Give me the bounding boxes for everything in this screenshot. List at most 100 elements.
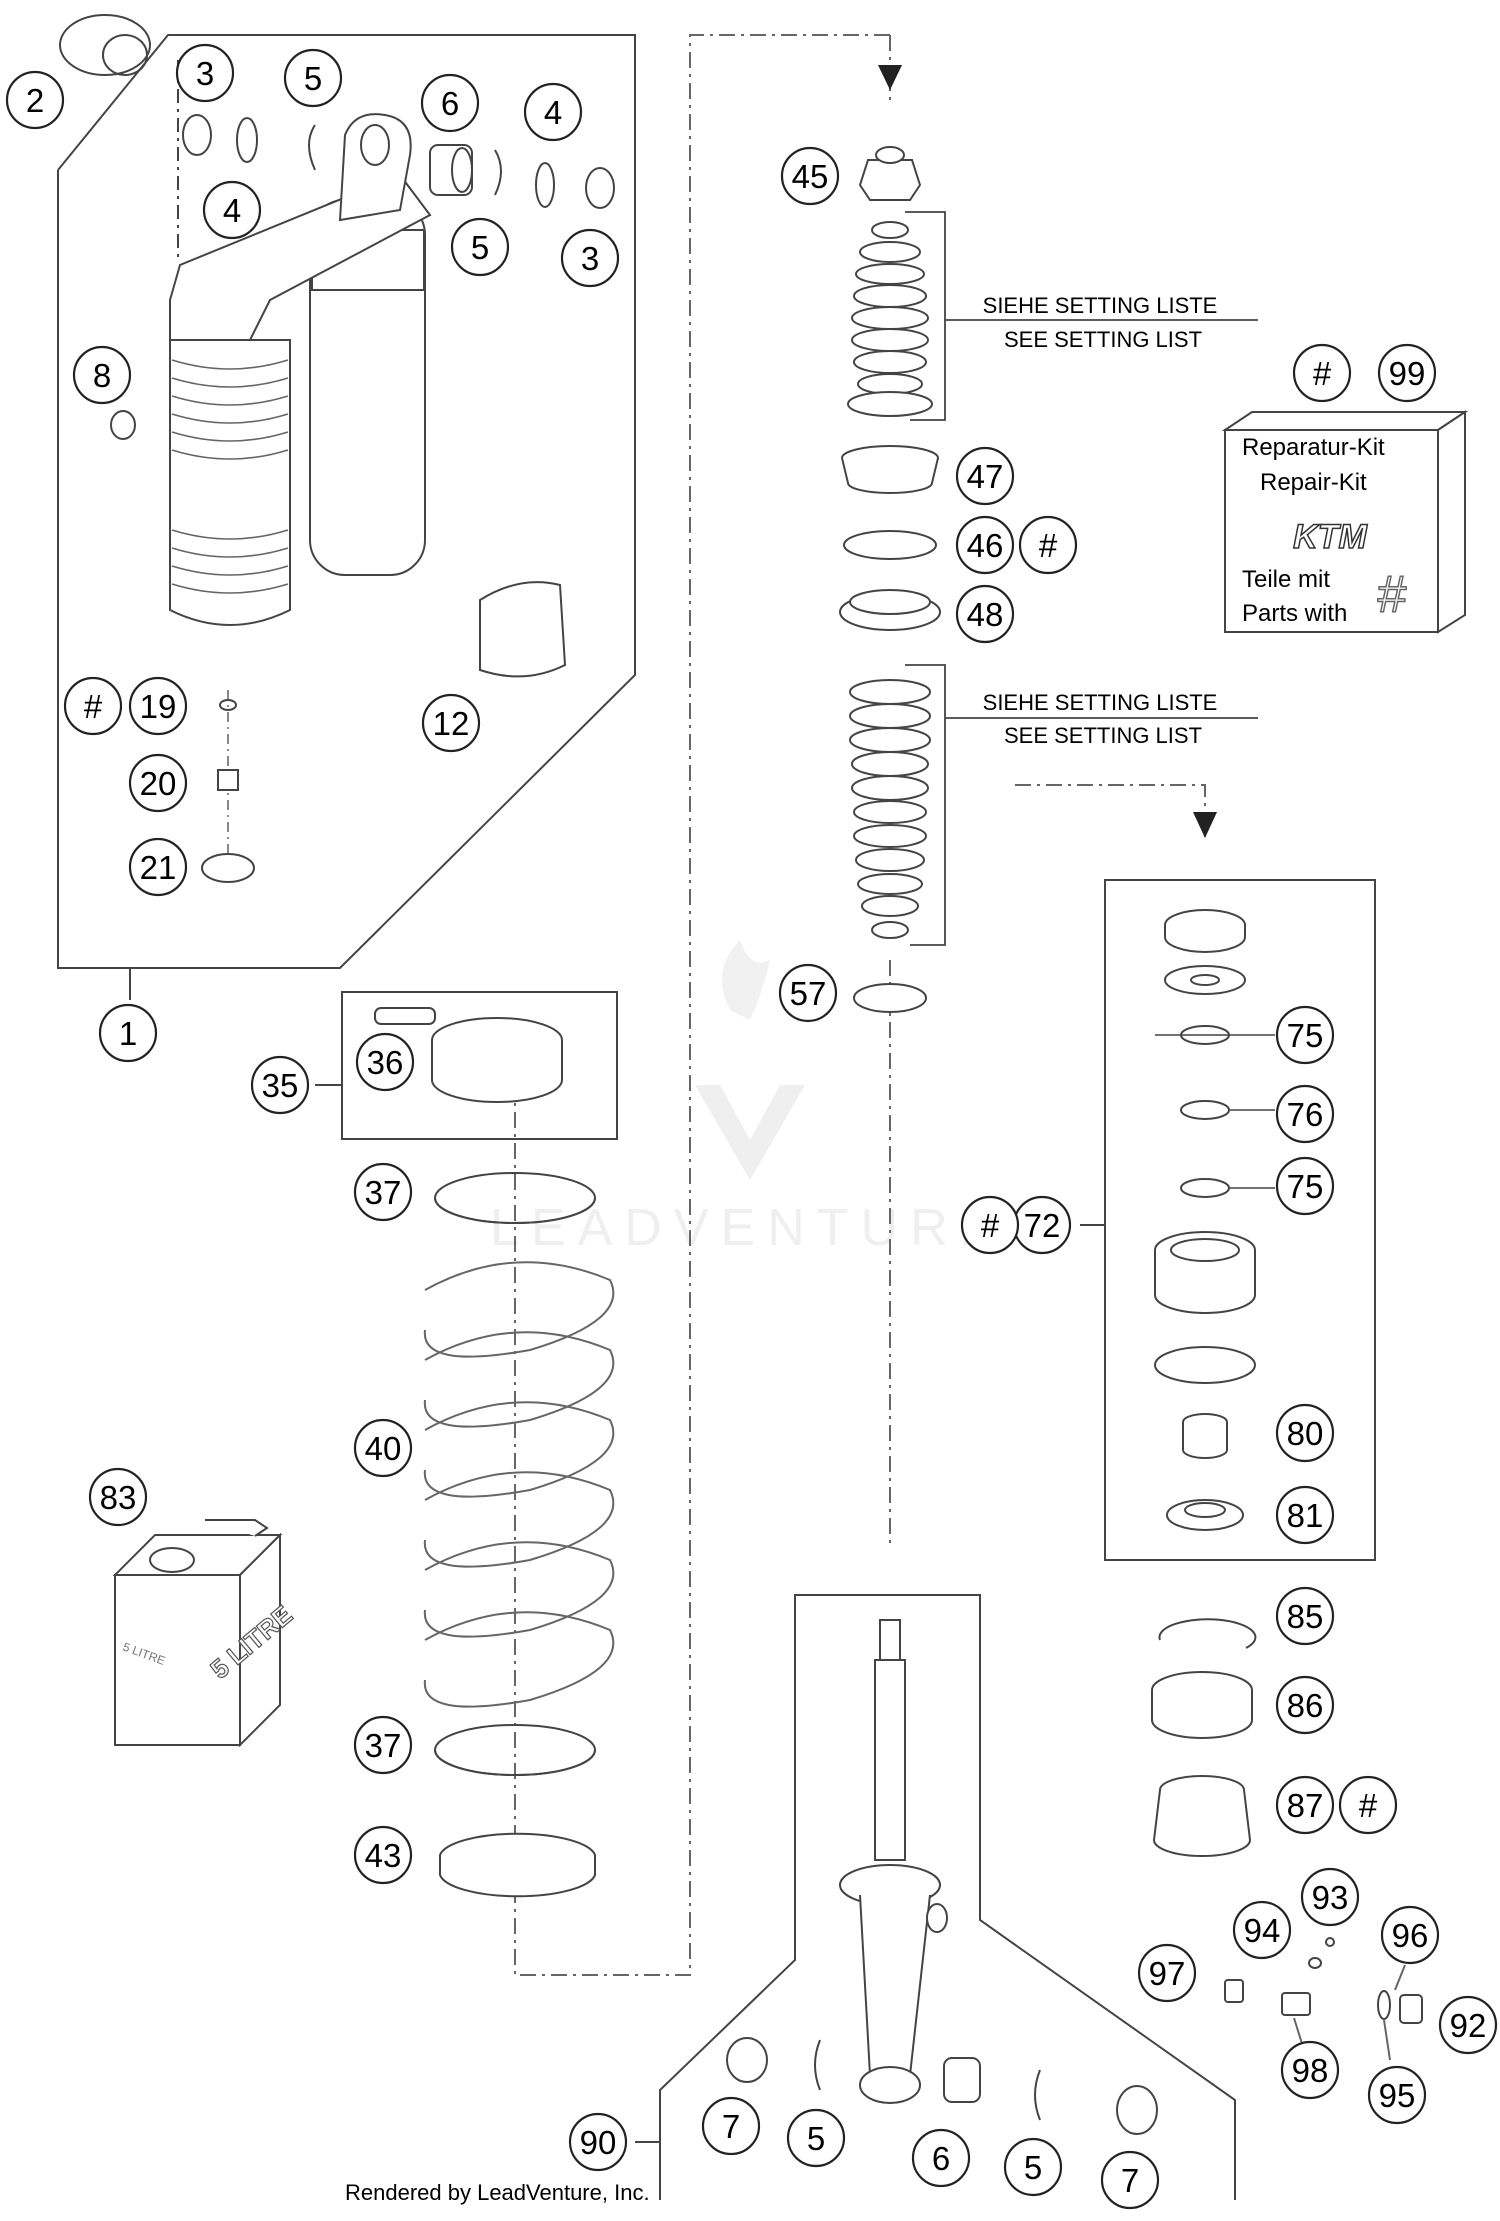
callout-c90: 90 xyxy=(568,2112,628,2172)
callout-c5c: 5 xyxy=(786,2108,846,2168)
callout-c37a: 37 xyxy=(353,1162,413,1222)
callout-c98: 98 xyxy=(1280,2040,1340,2100)
callout-c87: 87 xyxy=(1275,1775,1335,1835)
callout-c96: 96 xyxy=(1380,1905,1440,1965)
callout-number: 7 xyxy=(1121,2162,1139,2199)
callout-number: 19 xyxy=(140,688,177,725)
callout-c4a: 4 xyxy=(202,180,262,240)
callout-number: 87 xyxy=(1287,1787,1324,1824)
valve-stack-column xyxy=(839,146,941,1013)
repair-kit-parts-en: Parts with xyxy=(1242,600,1347,627)
hash-callout: # xyxy=(1338,1775,1398,1835)
hash-callout: # xyxy=(1292,343,1352,403)
callout-c4b: 4 xyxy=(523,82,583,142)
callout-number: 6 xyxy=(932,2140,950,2177)
callout-number: 6 xyxy=(441,85,459,122)
callout-c43: 43 xyxy=(353,1825,413,1885)
callout-c75b: 75 xyxy=(1275,1156,1335,1216)
repair-kit-title-en: Repair-Kit xyxy=(1260,469,1367,496)
repair-kit-title-de: Reparatur-Kit xyxy=(1242,434,1385,461)
callout-number: 83 xyxy=(100,1479,137,1516)
watermark-text: LEADVENTURE xyxy=(490,1199,1006,1257)
callout-number: 3 xyxy=(581,240,599,277)
piston-rod-group xyxy=(635,1594,1236,2200)
callout-number: 93 xyxy=(1312,1879,1349,1916)
setting-note-en: SEE SETTING LIST xyxy=(1004,327,1202,352)
callout-c92: 92 xyxy=(1438,1995,1498,2055)
callout-number: 2 xyxy=(26,82,44,119)
callout-c7b: 7 xyxy=(1100,2150,1160,2210)
callout-number: 76 xyxy=(1287,1096,1324,1133)
callout-c8: 8 xyxy=(72,345,132,405)
callout-c6: 6 xyxy=(420,73,480,133)
callout-c20: 20 xyxy=(128,753,188,813)
callout-number: 97 xyxy=(1149,1955,1186,1992)
callout-c5a: 5 xyxy=(283,48,343,108)
shock-body-group xyxy=(57,14,636,1000)
callout-number: 90 xyxy=(580,2124,617,2161)
setting-note-de-lower: SIEHE SETTING LISTE xyxy=(983,690,1218,715)
callout-number: 96 xyxy=(1392,1917,1429,1954)
callout-c36: 36 xyxy=(355,1032,415,1092)
callout-c5d: 5 xyxy=(1003,2137,1063,2197)
callout-number: 45 xyxy=(792,158,829,195)
watermark: LEADVENTURE xyxy=(490,940,1006,1257)
callout-number: 92 xyxy=(1450,2007,1487,2044)
oil-can xyxy=(112,1519,283,1748)
callout-c3b: 3 xyxy=(560,228,620,288)
callout-number: 86 xyxy=(1287,1687,1324,1724)
hash-callout: # xyxy=(1018,515,1078,575)
callout-number: 7 xyxy=(722,2108,740,2145)
callout-number: 1 xyxy=(119,1015,137,1052)
callout-c35: 35 xyxy=(250,1055,310,1115)
callout-c83: 83 xyxy=(88,1467,148,1527)
callout-c7a: 7 xyxy=(701,2096,761,2156)
callout-number: 8 xyxy=(93,357,111,394)
callout-c48: 48 xyxy=(955,584,1015,644)
hash-callout: # xyxy=(63,676,123,736)
ktm-logo-icon: KTM xyxy=(1293,518,1367,556)
callout-number: 75 xyxy=(1287,1168,1324,1205)
callout-number: 72 xyxy=(1024,1207,1061,1244)
callout-c93: 93 xyxy=(1300,1867,1360,1927)
callout-c46: 46 xyxy=(955,515,1015,575)
callout-c1: 1 xyxy=(98,1003,158,1063)
footer-credit: Rendered by LeadVenture, Inc. xyxy=(345,2180,650,2205)
callout-c3a: 3 xyxy=(175,43,235,103)
callout-c97: 97 xyxy=(1137,1943,1197,2003)
callout-number: 57 xyxy=(790,975,827,1012)
callout-c85: 85 xyxy=(1275,1586,1335,1646)
callout-number: 20 xyxy=(140,765,177,802)
callout-number: 40 xyxy=(365,1430,402,1467)
arrow-down-right xyxy=(1193,812,1217,838)
callout-c21: 21 xyxy=(128,837,188,897)
setting-note-en-lower: SEE SETTING LIST xyxy=(1004,723,1202,748)
hash-symbol: # xyxy=(981,1207,1000,1244)
setting-note-de: SIEHE SETTING LISTE xyxy=(983,293,1218,318)
callout-number: 36 xyxy=(367,1044,404,1081)
callout-number: 80 xyxy=(1287,1415,1324,1452)
callout-c95: 95 xyxy=(1367,2065,1427,2125)
callout-number: 99 xyxy=(1389,355,1426,392)
callout-number: 46 xyxy=(967,527,1004,564)
callout-c57: 57 xyxy=(778,963,838,1023)
callout-c86: 86 xyxy=(1275,1675,1335,1735)
callout-number: 12 xyxy=(433,705,470,742)
callout-number: 81 xyxy=(1287,1497,1324,1534)
callout-number: 94 xyxy=(1244,1912,1281,1949)
arrow-down-top xyxy=(878,65,902,90)
callout-c99: 99 xyxy=(1377,343,1437,403)
callout-c47: 47 xyxy=(955,446,1015,506)
hash-symbol: # xyxy=(1313,355,1332,392)
spring-group xyxy=(315,991,618,1898)
callout-number: 48 xyxy=(967,596,1004,633)
callout-number: 35 xyxy=(262,1067,299,1104)
callout-c76: 76 xyxy=(1275,1084,1335,1144)
callout-number: 21 xyxy=(140,849,177,886)
callout-number: 95 xyxy=(1379,2077,1416,2114)
callout-c94: 94 xyxy=(1232,1900,1292,1960)
callout-number: 5 xyxy=(1024,2149,1042,2186)
setting-brackets xyxy=(905,211,1258,946)
